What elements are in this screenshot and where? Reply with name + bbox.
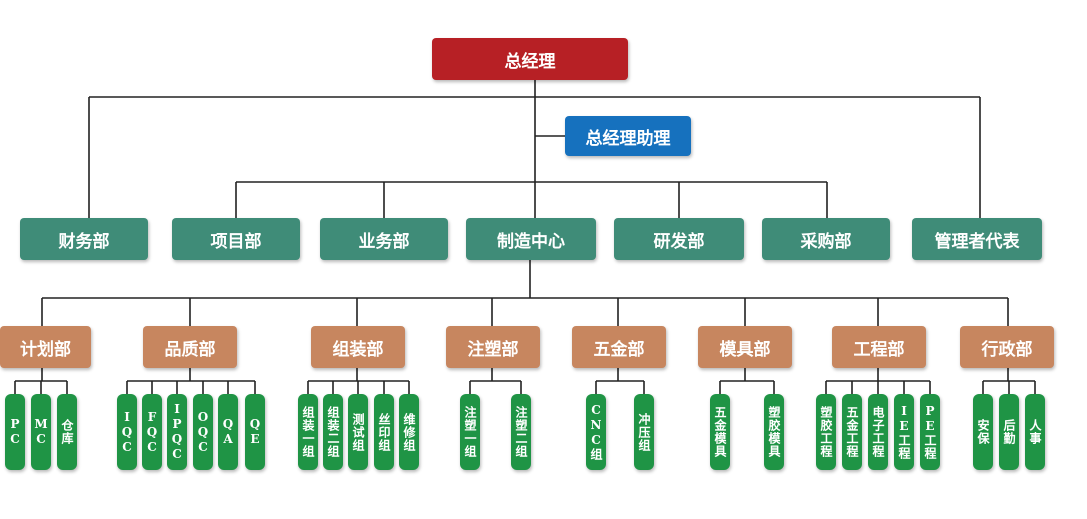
team-box: FQC: [142, 394, 162, 470]
dept-management-rep: 管理者代表: [912, 218, 1042, 260]
team-box: 塑胶工程: [816, 394, 836, 470]
team-box: IE工程: [894, 394, 914, 470]
team-box: 电子工程: [868, 394, 888, 470]
team-box: IPQC: [167, 394, 187, 470]
team-box: 维修组: [399, 394, 419, 470]
team-box: QA: [218, 394, 238, 470]
unit-mold: 模具部: [698, 326, 792, 368]
unit-injection-molding: 注塑部: [446, 326, 540, 368]
dept-project: 项目部: [172, 218, 300, 260]
team-box: PC: [5, 394, 25, 470]
dept-manufacturing-center: 制造中心: [466, 218, 596, 260]
team-box: 安保: [973, 394, 993, 470]
team-box: 五金工程: [842, 394, 862, 470]
assistant-box: 总经理助理: [565, 116, 691, 156]
unit-hardware: 五金部: [572, 326, 666, 368]
team-box: QE: [245, 394, 265, 470]
team-box: 冲压组: [634, 394, 654, 470]
unit-planning: 计划部: [0, 326, 91, 368]
unit-engineering: 工程部: [832, 326, 926, 368]
team-box: 人事: [1025, 394, 1045, 470]
unit-administration: 行政部: [960, 326, 1054, 368]
ceo-box: 总经理: [432, 38, 628, 80]
team-box: 组装一组: [298, 394, 318, 470]
team-box: 注塑二组: [511, 394, 531, 470]
team-box: 五金模具: [710, 394, 730, 470]
team-box: 丝印组: [374, 394, 394, 470]
dept-purchasing: 采购部: [762, 218, 890, 260]
unit-assembly: 组装部: [311, 326, 405, 368]
team-box: OQC: [193, 394, 213, 470]
team-box: 测试组: [348, 394, 368, 470]
team-box: 注塑一组: [460, 394, 480, 470]
team-box: IQC: [117, 394, 137, 470]
team-box: MC: [31, 394, 51, 470]
team-box: PE工程: [920, 394, 940, 470]
dept-rnd: 研发部: [614, 218, 744, 260]
team-box: CNC组: [586, 394, 606, 470]
dept-finance: 财务部: [20, 218, 148, 260]
dept-business: 业务部: [320, 218, 448, 260]
team-box: 后勤: [999, 394, 1019, 470]
team-box: 仓库: [57, 394, 77, 470]
team-box: 组装二组: [323, 394, 343, 470]
unit-quality: 品质部: [143, 326, 237, 368]
team-box: 塑胶模具: [764, 394, 784, 470]
